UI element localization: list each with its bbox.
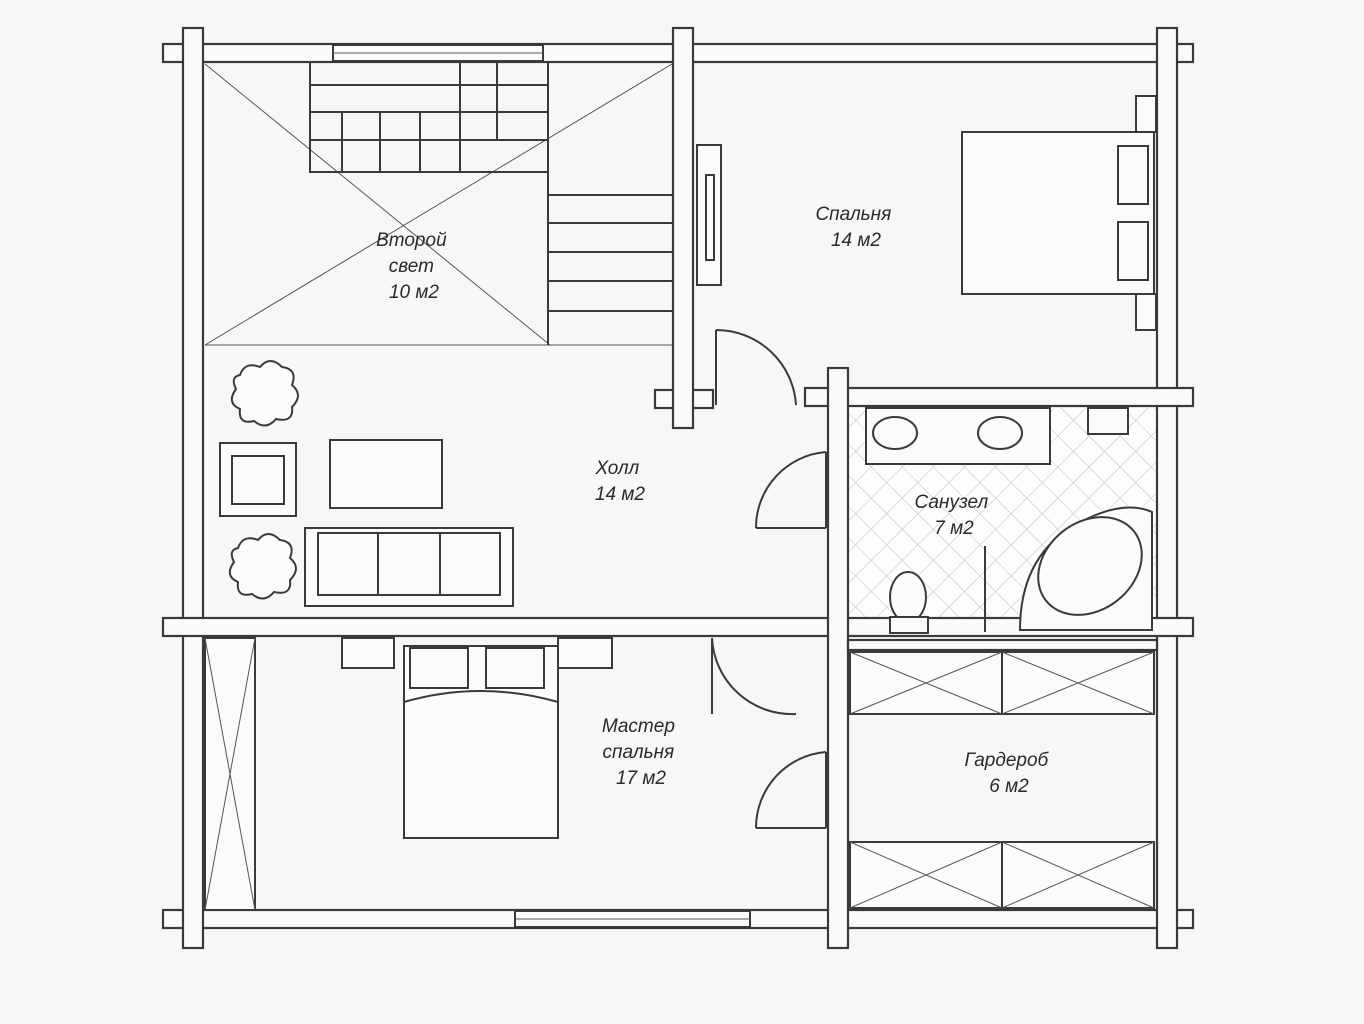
walls [161, 26, 1195, 950]
room-area: 14 м2 [831, 230, 881, 251]
room-name: Санузел [914, 492, 988, 513]
room-label-vtoroy-svet: Второй свет 10 м2 [376, 230, 452, 303]
room-label-garderob: Гардероб 6 м2 [964, 750, 1053, 797]
room-name: спальня [603, 742, 675, 763]
room-name: Холл [594, 458, 639, 479]
room-area: 7 м2 [934, 518, 974, 539]
bathroom-fixtures [865, 407, 1153, 634]
room-area: 17 м2 [616, 768, 666, 789]
room-name: Мастер [602, 716, 675, 737]
room-label-sanuzel: Санузел 7 м2 [914, 492, 993, 539]
room-area: 6 м2 [989, 776, 1029, 797]
hall-furniture [219, 360, 514, 607]
room-area: 14 м2 [595, 484, 645, 505]
room-name: Гардероб [964, 750, 1049, 771]
bedroom-furniture [696, 95, 1157, 331]
bedroom-door [715, 328, 797, 406]
room-name: свет [389, 256, 434, 277]
master-bedroom-furniture [204, 637, 613, 911]
room-name: Спальня [815, 204, 891, 225]
room-label-master-spalnya: Мастер спальня 17 м2 [602, 716, 680, 789]
staircase [309, 61, 672, 345]
room-area: 10 м2 [389, 282, 439, 303]
room-name: Второй [376, 230, 447, 251]
hall-doors [711, 451, 827, 829]
room-label-holl: Холл 14 м2 [594, 458, 645, 505]
wardrobe-shelves [849, 651, 1155, 909]
stair-void [204, 63, 673, 346]
room-label-spalnya: Спальня 14 м2 [815, 204, 896, 251]
